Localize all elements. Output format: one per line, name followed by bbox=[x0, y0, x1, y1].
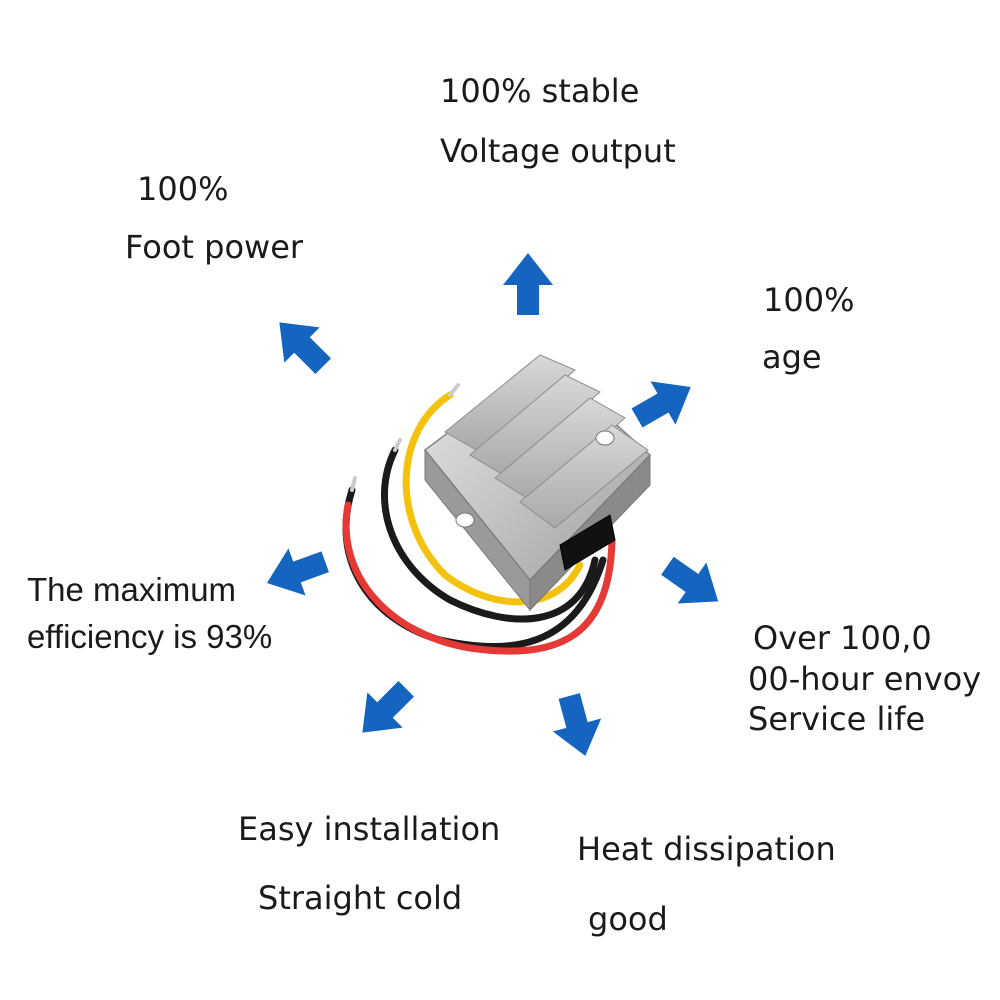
age-line1: 100% bbox=[763, 281, 855, 319]
yellow-wire bbox=[402, 391, 584, 606]
efficiency-line2: efficiency is 93% bbox=[27, 618, 273, 655]
foot-power-line2: Foot power bbox=[125, 228, 304, 266]
service-life-line3: Service life bbox=[748, 700, 926, 738]
stable-voltage-line1: 100% stable bbox=[440, 72, 640, 110]
stable-voltage-line2: Voltage output bbox=[440, 132, 676, 170]
efficiency-line1: The maximum bbox=[27, 571, 237, 608]
black-wire-1 bbox=[380, 446, 599, 623]
service-life-line2: 00-hour envoy bbox=[748, 660, 982, 698]
installation-line2: Straight cold bbox=[258, 879, 463, 917]
service-life-line1: Over 100,0 bbox=[753, 619, 932, 657]
installation-line1: Easy installation bbox=[238, 810, 501, 848]
heat-line1: Heat dissipation bbox=[577, 830, 836, 868]
red-wire bbox=[342, 501, 616, 655]
foot-power-line1: 100% bbox=[137, 170, 229, 208]
wires bbox=[342, 383, 616, 655]
aluminum-housing bbox=[423, 354, 652, 612]
heat-line2: good bbox=[588, 900, 668, 938]
age-line2: age bbox=[762, 338, 822, 376]
